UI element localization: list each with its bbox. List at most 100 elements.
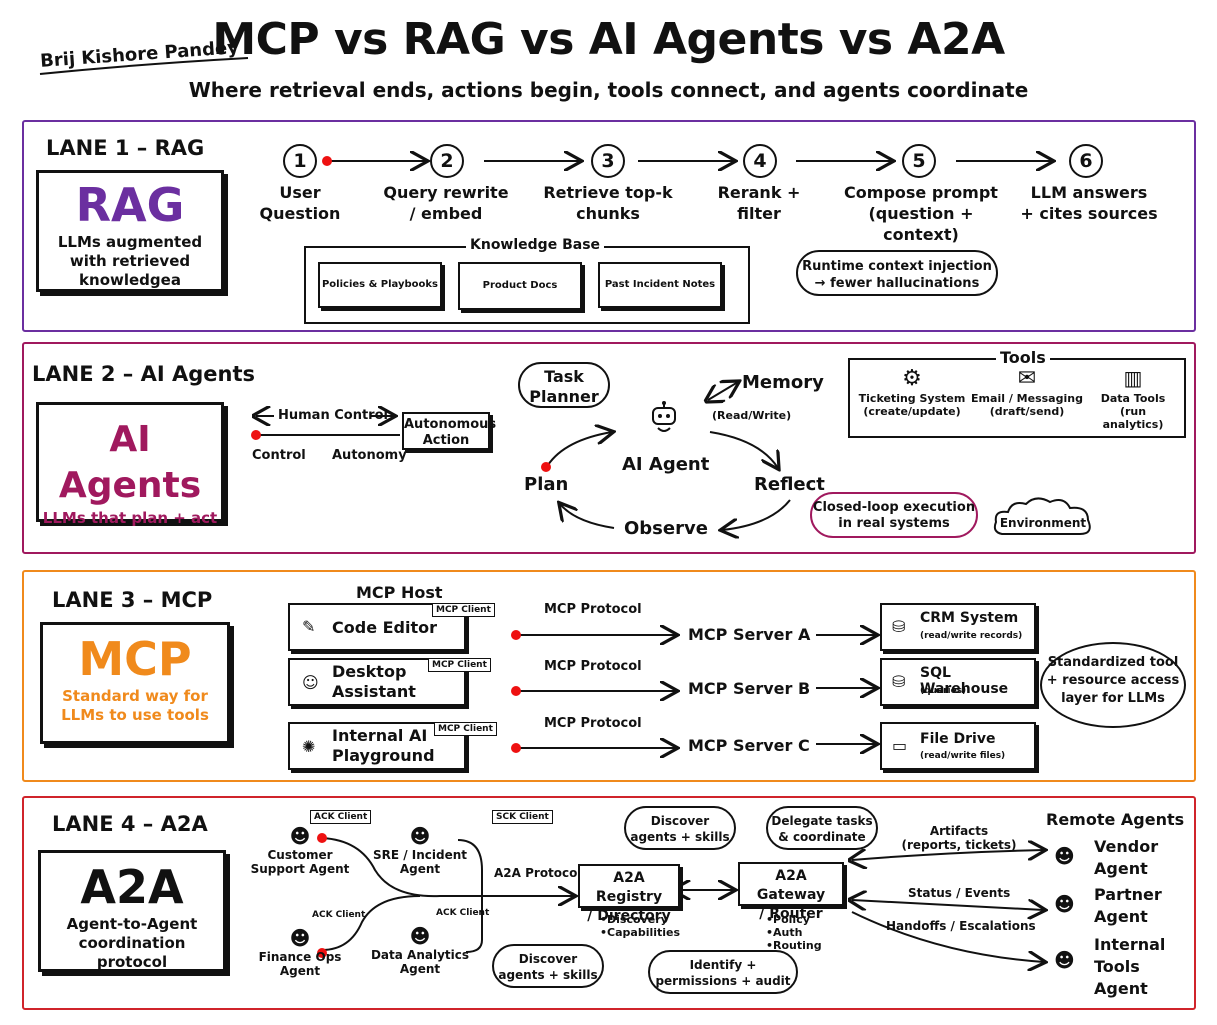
database-icon: ⛁ (892, 617, 906, 636)
step-4-label: Rerank +filter (717, 183, 801, 223)
kb-doc-policies: Policies & Playbooks (318, 262, 442, 308)
host-code-editor[interactable]: ✎ Code Editor (288, 603, 466, 651)
resource-crm: ⛁ CRM System (read/write records) (880, 603, 1036, 651)
step-4-circle: 4 (743, 144, 777, 178)
observe-label: Observe (624, 518, 708, 539)
step-2-label: Query rewrite/ embed (383, 183, 509, 223)
mcp-client-tag-3: MCP Client (434, 722, 497, 736)
tool-email: ✉ Email / Messaging(draft/send) (971, 366, 1083, 418)
step-6-circle: 6 (1069, 144, 1103, 178)
gears-icon: ⚙ (902, 366, 922, 391)
a2a-registry: A2A Registry/ Directory (578, 864, 680, 924)
mcp-badge-title: MCP (78, 632, 192, 686)
read-write-label: (Read/Write) (712, 409, 792, 422)
robot-icon: ☻ (409, 824, 431, 848)
agents-badge-title: AI Agents (58, 419, 202, 506)
mcp-protocol-label-1: MCP Protocol (544, 602, 642, 617)
step-3-circle: 3 (591, 144, 625, 178)
delegate-bubble: Delegate tasks& coordinate (766, 806, 878, 850)
rag-bubble: Runtime context injection→ fewer halluci… (796, 250, 998, 296)
mcp-client-tag-2: MCP Client (428, 658, 491, 672)
a2a-gateway: A2A Gateway/ Router (738, 862, 844, 922)
knowledge-base-title: Knowledge Base (466, 237, 605, 253)
handoffs-label: Handoffs / Escalations (886, 919, 1036, 933)
mcp-client-tag-1: MCP Client (432, 603, 495, 617)
tools-title: Tools (996, 348, 1050, 367)
mcp-server-b: MCP Server B (688, 679, 811, 698)
identify-bubble: Identify +permissions + audit (648, 950, 798, 994)
registry-bullets: •Discovery•Capabilities (600, 913, 681, 939)
mail-icon: ✉ (1017, 366, 1037, 391)
robot-icon: ☻ (289, 926, 311, 950)
a2a-protocol-label: A2A Protocol (494, 866, 582, 880)
page-title: MCP vs RAG vs AI Agents vs A2A (212, 14, 1005, 65)
ack-client-tag-1: ACK Client (310, 810, 372, 824)
gateway-bullets: •Policy•Auth•Routing (766, 913, 822, 952)
robot-icon (646, 400, 682, 436)
lane-title-a2a: LANE 4 – A2A (52, 812, 208, 836)
agents-badge: AI Agents LLMs that plan + act (36, 402, 224, 527)
rag-badge-title: RAG (75, 178, 185, 232)
step-5-label: Compose prompt(question + context) (844, 183, 998, 244)
robot-icon: ☻ (409, 924, 431, 948)
database-icon: ⛁ (892, 672, 906, 691)
mcp-server-a: MCP Server A (688, 625, 811, 644)
agents-badge-desc: LLMs that plan + act (42, 509, 218, 527)
lane-title-rag: LANE 1 – RAG (46, 136, 205, 160)
lane-a2a (22, 796, 1196, 1010)
robot-icon: ☻ (1054, 844, 1075, 868)
tool-ticketing: ⚙ Ticketing System(create/update) (858, 366, 966, 418)
memory-label: Memory (742, 372, 824, 393)
environment-cloud: Environment (992, 494, 1094, 538)
mcp-host-title: MCP Host (356, 583, 443, 602)
folder-icon: ▭ (892, 736, 908, 755)
remote-agents-title: Remote Agents (1046, 810, 1185, 829)
mcp-protocol-label-2: MCP Protocol (544, 659, 642, 674)
human-control-label: Human Control (278, 408, 388, 423)
rag-badge-desc: LLMs augmented with retrieved knowledgea (57, 233, 203, 289)
tool-data: ▥ Data Tools(run analytics) (1100, 366, 1166, 431)
ack-client-label-2: ACK Client (312, 910, 366, 920)
resource-file-drive: ▭ File Drive (read/write files) (880, 722, 1036, 770)
autonomy-label: Autonomy (332, 448, 407, 463)
status-events-label: Status / Events (908, 886, 1011, 900)
lane-mcp (22, 570, 1196, 782)
analytics-icon: ▥ (1123, 366, 1143, 390)
step-5-circle: 5 (902, 144, 936, 178)
rag-badge: RAG LLMs augmented with retrieved knowle… (36, 170, 224, 292)
lane-agents (22, 342, 1196, 554)
page-subtitle: Where retrieval ends, actions begin, too… (188, 78, 1029, 102)
lane-title-agents: LANE 2 – AI Agents (32, 362, 255, 386)
lane-rag (22, 120, 1196, 332)
reflect-label: Reflect (754, 474, 825, 495)
ai-agent-label: AI Agent (622, 454, 710, 475)
control-label: Control (252, 448, 306, 463)
plan-label: Plan (524, 474, 569, 495)
a2a-badge-title: A2A (80, 860, 184, 914)
kb-doc-product: Product Docs (458, 262, 582, 310)
mcp-protocol-label-3: MCP Protocol (544, 716, 642, 731)
robot-icon: ☻ (289, 824, 311, 848)
step-2-circle: 2 (430, 144, 464, 178)
robot-icon: ☻ (1054, 948, 1075, 972)
ack-client-label-3: ACK Client (436, 908, 490, 918)
resource-sql: ⛁ SQL Warehouse (queries) (880, 658, 1036, 706)
mcp-server-c: MCP Server C (688, 736, 810, 755)
artifacts-label: Artifacts(reports, tickets) (901, 824, 1017, 852)
kb-doc-incidents: Past Incident Notes (598, 262, 722, 308)
